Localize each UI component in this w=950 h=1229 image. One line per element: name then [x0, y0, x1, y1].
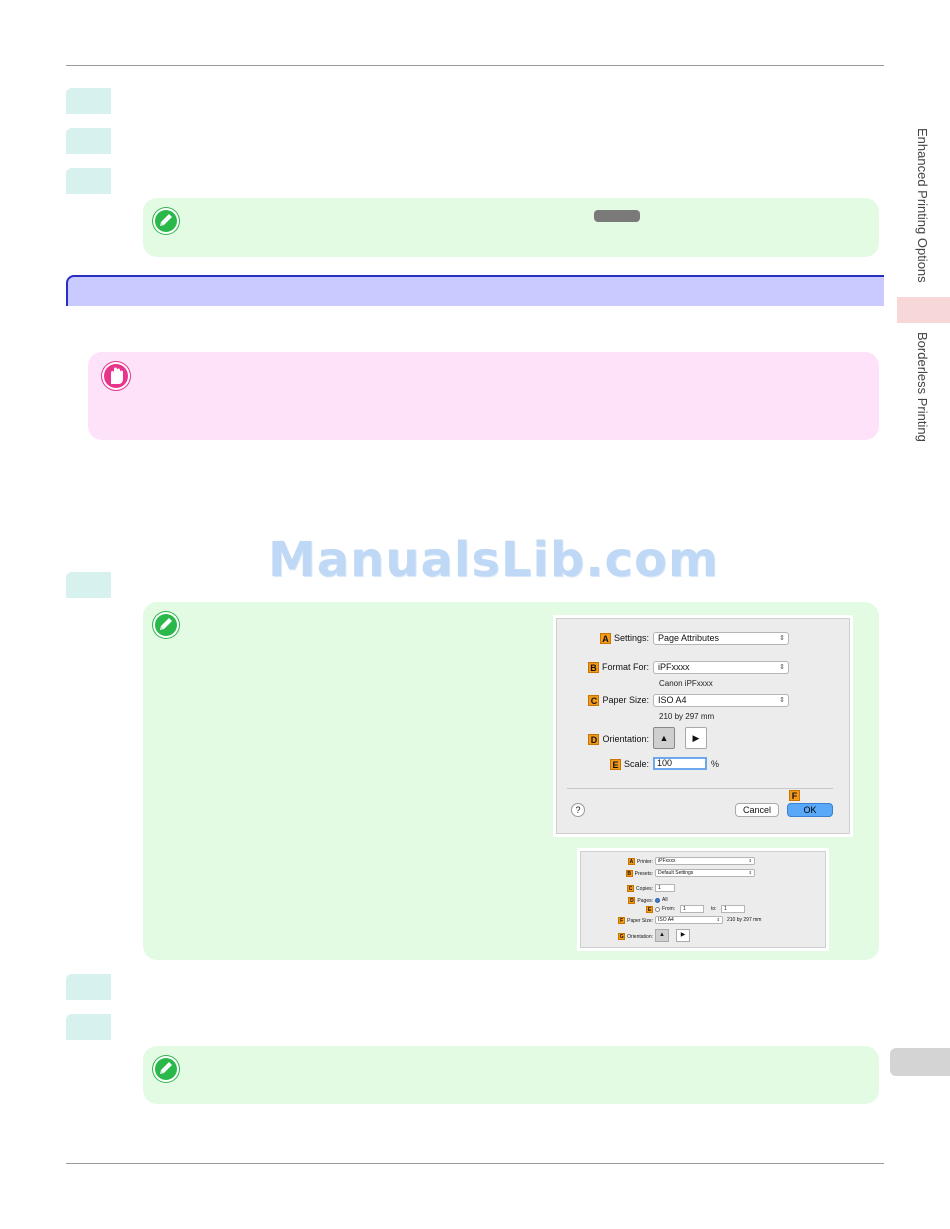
section-header-bar — [66, 275, 884, 306]
callout-letter: F — [789, 790, 800, 801]
scale-input[interactable]: 100 — [653, 757, 707, 770]
callout-letter: G — [618, 933, 626, 940]
landscape-orientation-button[interactable]: ▶ — [676, 929, 690, 942]
callout-letter: C — [588, 695, 600, 707]
from-input[interactable]: 1 — [680, 905, 704, 913]
paper-size-detail: 210 by 297 mm — [659, 712, 715, 721]
page-number-tab — [890, 1048, 950, 1076]
step-tab-3 — [66, 168, 111, 194]
hand-stop-icon — [102, 362, 130, 390]
sidebar-chapter-title[interactable]: Enhanced Printing Options — [915, 128, 930, 283]
presets-popup[interactable]: Default Settings⇕ — [655, 869, 755, 877]
callout-letter: D — [628, 897, 636, 904]
format-for-popup[interactable]: iPFxxxx⇕ — [653, 661, 789, 674]
to-label: to: — [711, 906, 717, 912]
copies-input[interactable]: 1 — [655, 884, 675, 892]
note-box-1 — [143, 198, 879, 257]
note-box-3 — [143, 1046, 879, 1104]
updown-arrows-icon: ⇕ — [779, 697, 785, 704]
key-badge — [594, 210, 640, 222]
pages-from-radio[interactable] — [655, 907, 660, 912]
callout-letter: E — [646, 906, 653, 913]
portrait-orientation-button[interactable]: ▲ — [653, 727, 675, 749]
dialog-divider — [567, 788, 833, 789]
updown-arrows-icon: ⇕ — [748, 858, 752, 863]
callout-letter: D — [588, 734, 600, 746]
pages-all-label: All — [662, 897, 668, 903]
ok-button[interactable]: OK — [787, 803, 833, 817]
callout-letter: A — [599, 633, 611, 645]
bottom-rule — [66, 1163, 884, 1164]
scale-unit: % — [711, 759, 720, 769]
paper-size-popup[interactable]: ISO A4⇕ — [655, 916, 723, 924]
step-tab-5 — [66, 974, 111, 1000]
callout-letter: E — [609, 759, 621, 771]
to-input[interactable]: 1 — [721, 905, 745, 913]
note-pencil-icon — [153, 208, 179, 234]
updown-arrows-icon: ⇕ — [716, 917, 720, 922]
callout-letter: A — [627, 858, 635, 865]
updown-arrows-icon: ⇕ — [748, 870, 752, 875]
top-rule — [66, 65, 884, 66]
updown-arrows-icon: ⇕ — [779, 664, 785, 671]
from-label: From: — [662, 906, 676, 912]
callout-letter: F — [618, 917, 626, 924]
sidebar-current-tab — [897, 297, 950, 323]
updown-arrows-icon: ⇕ — [779, 635, 785, 642]
paper-size-popup[interactable]: ISO A4⇕ — [653, 694, 789, 707]
step-tab-6 — [66, 1014, 111, 1040]
cancel-button[interactable]: Cancel — [735, 803, 779, 817]
printer-popup[interactable]: iPFxxxx⇕ — [655, 857, 755, 865]
settings-popup[interactable]: Page Attributes⇕ — [653, 632, 789, 645]
step-tab-2 — [66, 128, 111, 154]
watermark-text: ManualsLib.com — [268, 532, 719, 588]
step-tab-1 — [66, 88, 111, 114]
note-pencil-icon — [153, 1056, 179, 1082]
pages-all-radio[interactable] — [655, 898, 660, 903]
sidebar-section-title[interactable]: Borderless Printing — [915, 332, 930, 442]
callout-letter: B — [625, 870, 633, 877]
note-pencil-icon — [153, 612, 179, 638]
paper-size-detail: 210 by 297 mm — [727, 917, 762, 923]
help-button[interactable]: ? — [571, 803, 585, 817]
important-box — [88, 352, 879, 440]
format-for-detail: Canon iPFxxxx — [659, 679, 713, 688]
callout-letter: C — [627, 885, 635, 892]
step-tab-4 — [66, 572, 111, 598]
landscape-orientation-button[interactable]: ▶ — [685, 727, 707, 749]
portrait-orientation-button[interactable]: ▲ — [655, 929, 669, 942]
callout-letter: B — [587, 662, 599, 674]
